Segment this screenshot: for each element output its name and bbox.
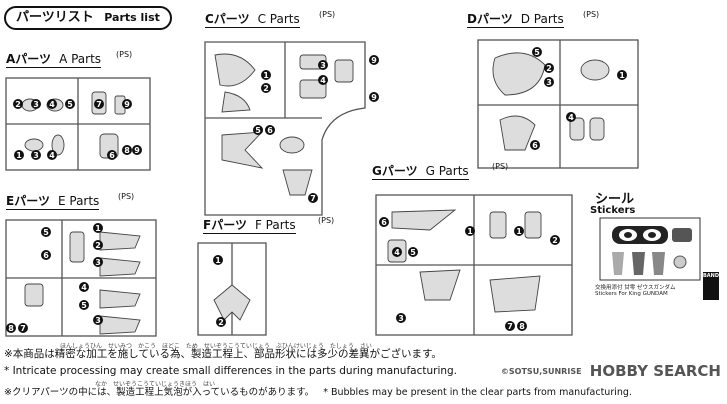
stickers-title-ja: シール: [595, 192, 635, 207]
svg-text:7: 7: [96, 100, 102, 109]
note-1-ruby: ほんしょうひん せいみつ かこう ほどこ ため せいぞうこうていじょう ぶひんけ…: [60, 343, 372, 350]
svg-text:3: 3: [320, 61, 326, 70]
svg-text:5: 5: [255, 126, 261, 135]
stickers-title-en: Stickers: [590, 205, 636, 216]
note-1-ja: ※本商品は精密な加工を施している為、製造工程上、部品形状には多少の差異がございま…: [4, 348, 442, 360]
svg-text:2: 2: [552, 236, 558, 245]
svg-text:4: 4: [320, 76, 326, 85]
svg-text:5: 5: [410, 248, 416, 257]
svg-text:9: 9: [124, 100, 130, 109]
title-ja: パーツリスト: [16, 10, 94, 25]
svg-text:1: 1: [215, 256, 221, 265]
svg-text:8: 8: [124, 146, 130, 155]
svg-text:6: 6: [381, 218, 387, 227]
svg-text:7: 7: [507, 322, 513, 331]
svg-text:3: 3: [95, 316, 101, 325]
svg-text:9: 9: [134, 146, 140, 155]
svg-text:3: 3: [398, 314, 404, 323]
svg-text:3: 3: [546, 78, 552, 87]
svg-text:6: 6: [532, 141, 538, 150]
runner-frame-c: [204, 41, 366, 216]
stickers-caption: 交換用添付 甘零 ゼウスガンダム Stickers For King GUNDA…: [595, 285, 676, 297]
svg-text:5: 5: [534, 48, 540, 57]
note-2: ※クリアパーツの中には、製造工程上気泡が入っているものがあります。 * Bubb…: [4, 387, 632, 398]
svg-text:6: 6: [109, 151, 115, 160]
bandai-logo: BANDAI: [703, 272, 725, 300]
ps-g: (PS): [492, 162, 509, 171]
svg-text:7: 7: [310, 194, 316, 203]
svg-text:3: 3: [33, 151, 39, 160]
svg-text:3: 3: [95, 258, 101, 267]
svg-text:4: 4: [394, 248, 400, 257]
ps-c: (PS): [319, 10, 336, 19]
svg-text:2: 2: [15, 100, 21, 109]
svg-text:1: 1: [263, 71, 269, 80]
svg-text:3: 3: [33, 100, 39, 109]
watermark: ©SOTSU,SUNRISE HOBBY SEARCH: [501, 362, 721, 380]
svg-text:2: 2: [263, 84, 269, 93]
svg-text:5: 5: [81, 301, 87, 310]
note-2-ruby: なか せいぞうこうていじょうきほう はい: [95, 381, 216, 388]
svg-text:5: 5: [67, 100, 73, 109]
svg-text:2: 2: [546, 64, 552, 73]
svg-text:4: 4: [49, 151, 55, 160]
note-1-en: * Intricate processing may create small …: [4, 365, 458, 377]
svg-text:2: 2: [95, 241, 101, 250]
svg-text:2: 2: [218, 318, 224, 327]
svg-text:4: 4: [81, 283, 87, 292]
ps-d: (PS): [583, 10, 600, 19]
svg-text:1: 1: [16, 151, 22, 160]
runner-frame-d: [477, 39, 639, 169]
svg-text:6: 6: [267, 126, 273, 135]
svg-text:1: 1: [95, 224, 101, 233]
sticker-sheet: [599, 217, 701, 281]
svg-text:1: 1: [619, 71, 625, 80]
svg-text:8: 8: [8, 324, 14, 333]
watermark-text: HOBBY SEARCH: [589, 362, 721, 380]
parts-list-title: パーツリスト Parts list: [4, 6, 172, 30]
watermark-copyright: ©SOTSU,SUNRISE: [500, 367, 582, 376]
svg-text:7: 7: [20, 324, 26, 333]
ps-e: (PS): [118, 192, 135, 201]
svg-text:4: 4: [568, 113, 574, 122]
svg-text:8: 8: [519, 322, 525, 331]
svg-text:6: 6: [43, 251, 49, 260]
svg-text:5: 5: [43, 228, 49, 237]
svg-text:9: 9: [371, 56, 377, 65]
svg-text:9: 9: [371, 93, 377, 102]
svg-text:4: 4: [49, 100, 55, 109]
ps-f: (PS): [318, 216, 335, 225]
title-en: Parts list: [104, 11, 160, 24]
ps-a: (PS): [116, 50, 133, 59]
svg-text:1: 1: [467, 227, 473, 236]
svg-text:1: 1: [516, 227, 522, 236]
